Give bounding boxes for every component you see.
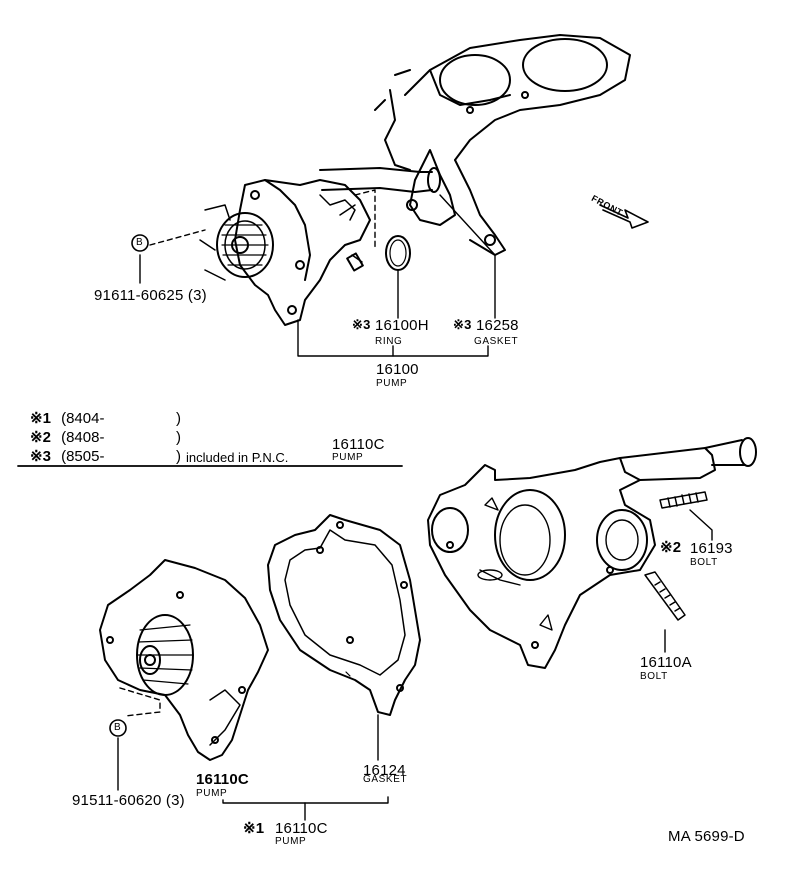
b-marker-bottom-label: B: [114, 722, 122, 733]
legend-text-1: (8404-: [61, 410, 105, 427]
leader-lines-top: [139, 194, 496, 357]
front-arrow-icon: [599, 204, 649, 229]
b-marker-top: [131, 234, 149, 252]
b-marker-top-label: B: [136, 237, 144, 248]
legend-mark-3: ※3: [30, 448, 51, 465]
leader-lines-bottom: [117, 714, 389, 821]
coolant-pipe-top: [319, 167, 441, 193]
part-number-bolt-bottom: 91511-60620 (3): [72, 792, 185, 809]
legend-close-3: ): [176, 448, 181, 465]
dashed-leaders-bottom: [119, 687, 161, 717]
bolt-16110a: [644, 571, 686, 621]
part-number-pump-bottom: 16110C: [196, 771, 249, 788]
pump-assy-mark: ※1: [243, 820, 265, 837]
part-number-ring: 16100H: [375, 317, 429, 334]
ring-mark: ※3: [352, 317, 371, 332]
part-number-bolt-16110a: 16110A: [640, 654, 692, 671]
legend-row-1: ※1 (8404- ): [30, 410, 181, 427]
part-number-pump-top: 16100: [376, 361, 419, 378]
legend-close-2: ): [176, 429, 181, 446]
part-name-pump-bottom: PUMP: [196, 788, 228, 799]
legend-row-3: ※3 (8505- ) included in P.N.C.: [30, 448, 288, 465]
part-number-gasket-bottom: 16124: [363, 762, 406, 779]
leader-stud: [689, 509, 713, 541]
legend-mark-1: ※1: [30, 410, 51, 427]
stud-bolt-mark: ※2: [660, 539, 682, 556]
part-number-gasket-top: 16258: [476, 317, 519, 334]
part-name-bolt-16110a: BOLT: [640, 671, 668, 682]
legend-note: included in P.N.C.: [186, 450, 289, 465]
part-number-bolt-top: 91611-60625 (3): [94, 287, 207, 304]
pump-housing: [427, 437, 757, 669]
gasket-bottom: [267, 514, 421, 716]
legend-mark-2: ※2: [30, 429, 51, 446]
legend-pnc-number: 16110C: [332, 436, 385, 453]
legend-close-1: ): [176, 410, 181, 427]
legend-row-2: ※2 (8408- ): [30, 429, 181, 446]
dashed-leaders-top: [149, 189, 376, 251]
part-name-pump-top: PUMP: [376, 378, 408, 389]
part-name-gasket-bottom: GASKET: [363, 774, 408, 785]
small-tick: [345, 671, 351, 677]
water-pump-top: [199, 179, 371, 326]
part-name-ring: RING: [375, 336, 403, 347]
part-number-stud-bolt: 16193: [690, 540, 733, 557]
drawing-id: MA 5699-D: [668, 828, 745, 845]
part-name-gasket-top: GASKET: [474, 336, 519, 347]
part-name-stud-bolt: BOLT: [690, 557, 718, 568]
part-number-pump-assy: 16110C: [275, 820, 328, 837]
part-name-pump-assy: PUMP: [275, 836, 307, 847]
b-marker-bottom: [109, 719, 127, 737]
cylinder-head-outline: [374, 34, 631, 256]
water-pump-bottom: [99, 559, 269, 761]
gasket-top-mark: ※3: [453, 317, 472, 332]
legend-text-2: (8408-: [61, 429, 105, 446]
legend-text-3: (8505-: [61, 448, 105, 465]
stud-bolt: [659, 491, 708, 509]
legend-pnc-name: PUMP: [332, 452, 364, 463]
